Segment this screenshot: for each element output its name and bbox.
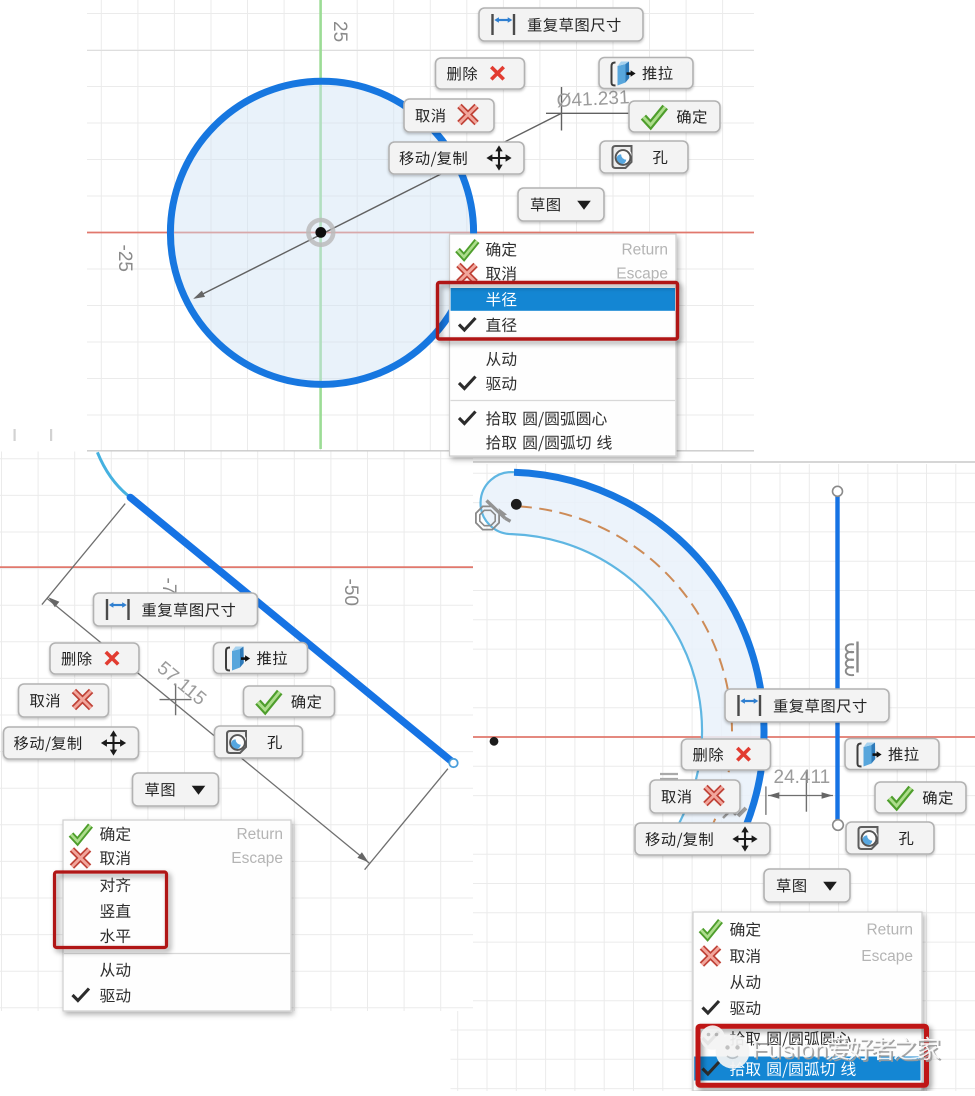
- svg-text:Escape: Escape: [231, 850, 283, 867]
- svg-text:Fusion: Fusion: [754, 1038, 830, 1065]
- svg-text:Return: Return: [236, 826, 283, 843]
- svg-text:-25: -25: [114, 245, 135, 272]
- svg-text:Escape: Escape: [616, 266, 668, 283]
- svg-text:24.411: 24.411: [774, 767, 831, 788]
- svg-text:Return: Return: [866, 922, 913, 939]
- svg-text:Escape: Escape: [861, 948, 913, 965]
- svg-text:25: 25: [329, 21, 350, 42]
- svg-text:Ø41.231: Ø41.231: [556, 87, 630, 112]
- svg-text:Return: Return: [621, 242, 668, 259]
- svg-text:Fusion: Fusion: [752, 1037, 828, 1064]
- svg-text:-50: -50: [340, 579, 361, 606]
